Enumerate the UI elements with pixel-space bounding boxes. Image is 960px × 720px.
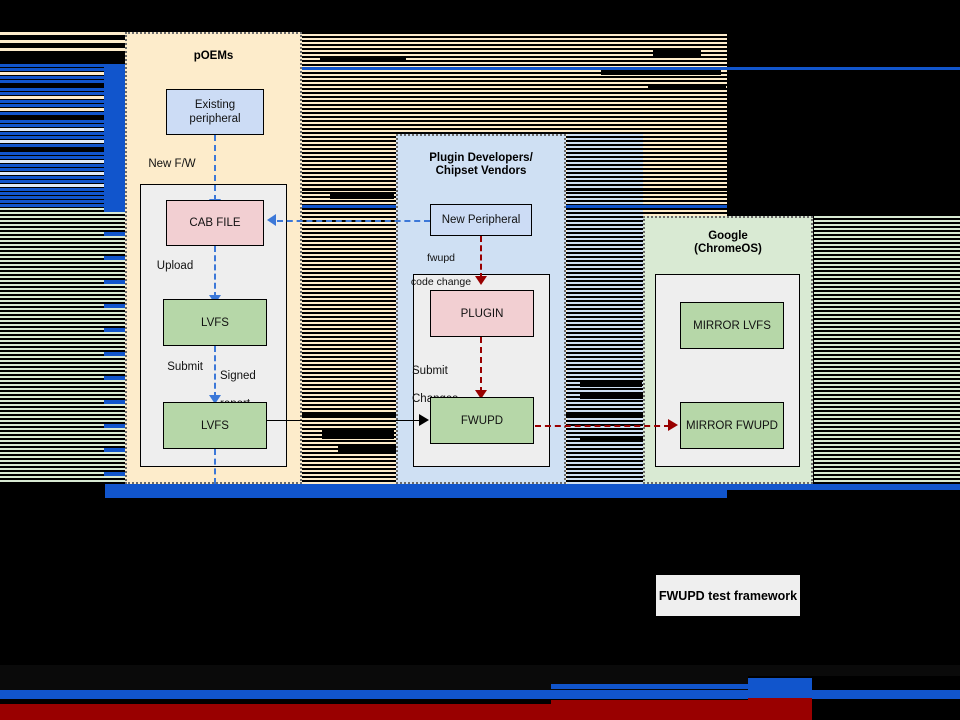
node-plugin[interactable]: PLUGIN bbox=[430, 290, 534, 337]
edge-label-fwupd-code-change-line1: fwupd bbox=[426, 252, 456, 264]
node-plugin-label: PLUGIN bbox=[460, 307, 504, 320]
edge-plugin-to-fwupd bbox=[480, 337, 482, 393]
edge-label-upload: Upload bbox=[156, 260, 194, 272]
node-fwupd-label: FWUPD bbox=[460, 414, 504, 427]
swimlane-diagram: pOEMs Existing peripheral New F/W CAB FI… bbox=[125, 32, 813, 484]
edge-cab-to-lvfs-upload bbox=[214, 246, 216, 298]
node-existing-peripheral-line1: Existing bbox=[194, 99, 236, 111]
edge-label-new-fw: New F/W bbox=[148, 158, 196, 170]
node-lvfs-submit-label: LVFS bbox=[201, 419, 229, 432]
arrowhead-lvfs-to-lvfs bbox=[209, 395, 221, 404]
lane-plugin-developers-title: Plugin Developers/ Chipset Vendors bbox=[396, 152, 566, 178]
arrowhead-fwupd-to-mirror-fwupd bbox=[668, 419, 678, 431]
arrowhead-to-cab-file bbox=[267, 214, 276, 226]
edge-label-fwupd-code-change: fwupd code change bbox=[407, 240, 475, 288]
edge-new-peripheral-to-cab-file bbox=[277, 220, 430, 222]
node-lvfs-submit[interactable]: LVFS bbox=[163, 402, 267, 449]
lane-plugin-title-line2: Chipset Vendors bbox=[435, 165, 527, 177]
caption-fwupd-test-framework: FWUPD test framework bbox=[656, 575, 800, 616]
lane-google-title-line1: Google bbox=[708, 230, 748, 242]
edge-label-submit-changes-line1: Submit bbox=[412, 365, 448, 377]
node-new-peripheral-label: New Peripheral bbox=[441, 214, 521, 226]
edge-fwupd-to-mirror-fwupd bbox=[535, 425, 670, 427]
node-mirror-fwupd-label: MIRROR FWUPD bbox=[686, 419, 778, 432]
edge-new-peripheral-to-plugin bbox=[480, 236, 482, 279]
lane-poems-title: pOEMs bbox=[193, 50, 234, 62]
edge-label-submit: Submit bbox=[167, 361, 203, 373]
edge-label-signed-report-line1: Signed bbox=[220, 370, 256, 382]
arrowhead-lvfs-to-fwupd bbox=[419, 414, 429, 426]
node-cab-file[interactable]: CAB FILE bbox=[166, 200, 264, 246]
edge-existing-to-cab bbox=[214, 135, 216, 201]
node-mirror-lvfs[interactable]: MIRROR LVFS bbox=[680, 302, 784, 349]
node-cab-file-label: CAB FILE bbox=[189, 217, 241, 229]
node-mirror-fwupd[interactable]: MIRROR FWUPD bbox=[680, 402, 784, 449]
lane-google-chromeos-title: Google (ChromeOS) bbox=[643, 230, 813, 256]
node-existing-peripheral[interactable]: Existing peripheral bbox=[166, 89, 264, 135]
node-mirror-lvfs-label: MIRROR LVFS bbox=[693, 319, 771, 332]
node-fwupd[interactable]: FWUPD bbox=[430, 397, 534, 444]
node-lvfs-upload[interactable]: LVFS bbox=[163, 299, 267, 346]
lane-google-title-line2: (ChromeOS) bbox=[694, 243, 762, 255]
node-existing-peripheral-line2: peripheral bbox=[189, 113, 241, 125]
arrowhead-new-peripheral-to-plugin bbox=[475, 276, 487, 285]
edge-lvfs-submit-down-out bbox=[214, 449, 216, 484]
edge-lvfs-to-fwupd bbox=[267, 420, 421, 421]
caption-label: FWUPD test framework bbox=[658, 588, 798, 603]
node-lvfs-upload-label: LVFS bbox=[201, 316, 229, 329]
node-new-peripheral[interactable]: New Peripheral bbox=[430, 204, 532, 236]
glitch-streaks-left bbox=[0, 32, 125, 484]
lane-plugin-title-line1: Plugin Developers/ bbox=[429, 152, 533, 164]
edge-lvfs-upload-to-lvfs-submit bbox=[214, 346, 216, 398]
edge-label-fwupd-code-change-line2: code change bbox=[410, 276, 472, 288]
